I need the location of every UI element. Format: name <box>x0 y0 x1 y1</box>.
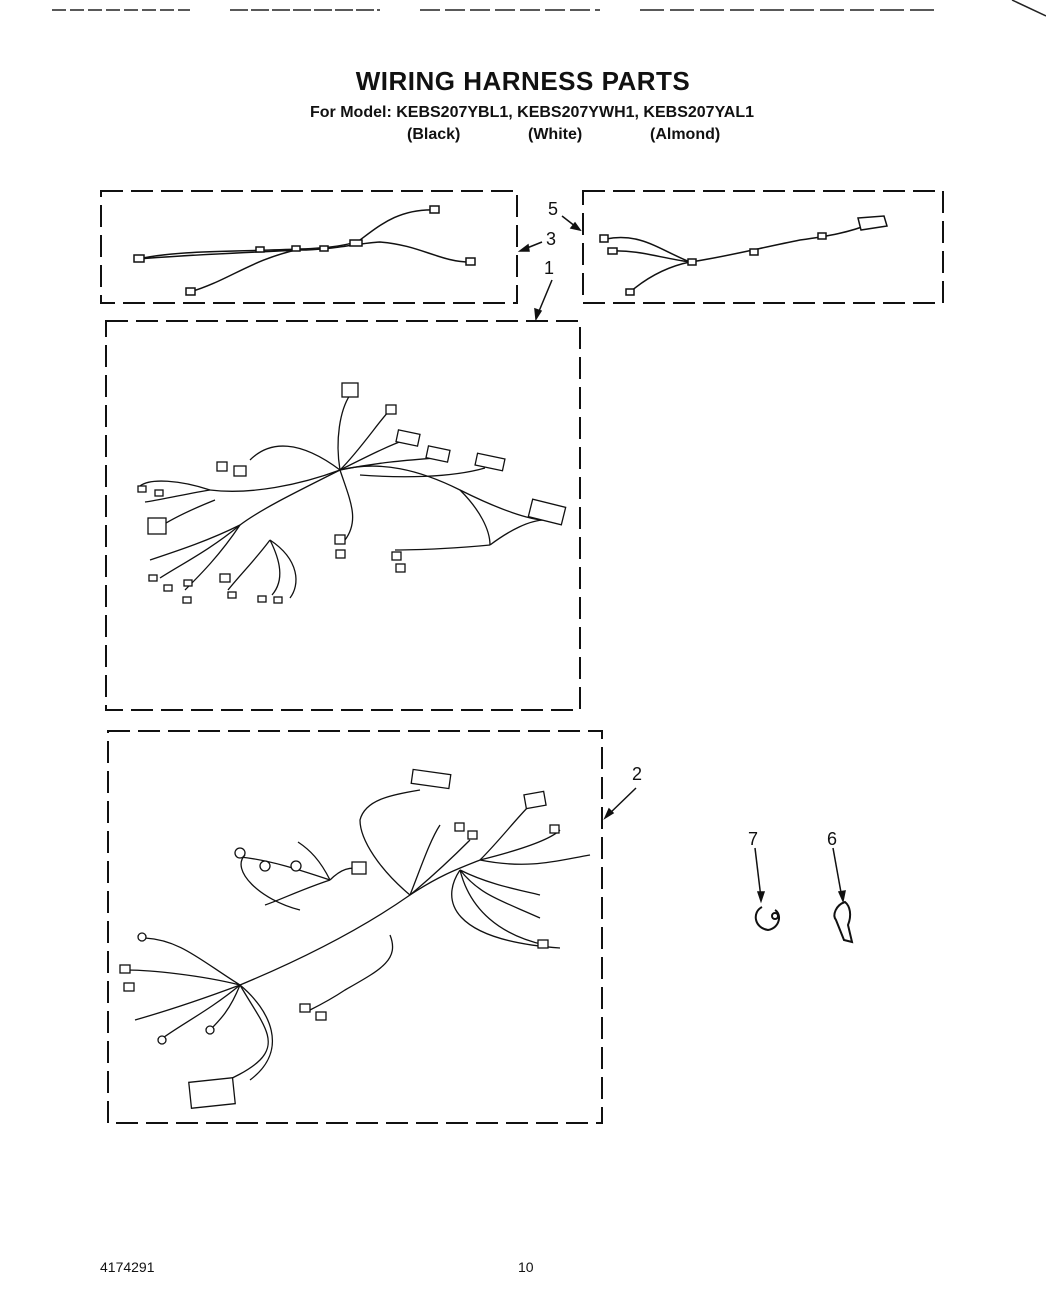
callout-2: 2 <box>632 764 642 784</box>
part-6-clip <box>833 900 854 944</box>
finish-black: (Black) <box>407 126 461 143</box>
harness-1-illustration <box>137 382 567 604</box>
part-7-clip <box>754 906 781 932</box>
callout-7: 7 <box>748 829 758 849</box>
box-harness-5 <box>582 190 944 304</box>
finish-almond: (Almond) <box>650 126 721 143</box>
callout-1: 1 <box>544 258 554 278</box>
finish-white: (White) <box>528 126 583 143</box>
document-number: 4174291 <box>100 1259 155 1275</box>
leader-7 <box>754 847 762 899</box>
callout-6: 6 <box>827 829 837 849</box>
harness-2-illustration <box>119 768 591 1109</box>
callout-3: 3 <box>546 229 556 249</box>
harness-5-illustration <box>599 215 888 296</box>
leader-6 <box>832 847 843 899</box>
box-harness-1 <box>105 320 581 711</box>
callout-5: 5 <box>548 199 558 219</box>
page-number: 10 <box>518 1259 534 1275</box>
model-line: For Model: KEBS207YBL1, KEBS207YWH1, KEB… <box>310 104 754 121</box>
box-harness-2 <box>107 730 603 1124</box>
box-harness-3 <box>100 190 518 304</box>
page-title: WIRING HARNESS PARTS <box>355 66 691 96</box>
harness-3-illustration <box>133 205 476 296</box>
scan-edge-marks <box>52 0 1046 17</box>
